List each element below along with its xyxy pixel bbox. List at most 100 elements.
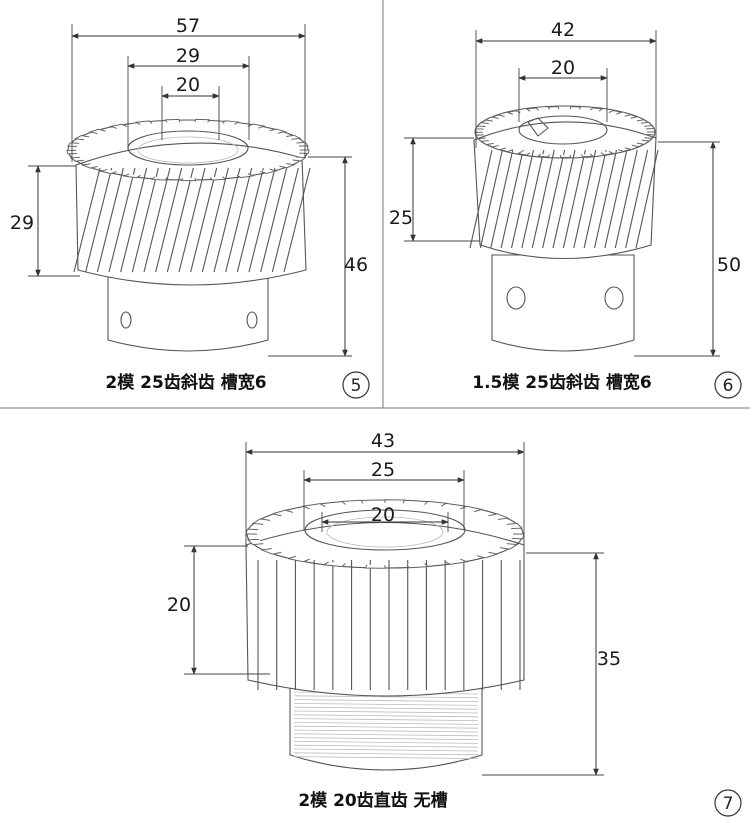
gear-tooth [279,162,296,169]
gear-tooth [476,551,498,559]
helix-line [500,149,524,249]
helix-line [260,167,288,273]
hub-texture [293,741,479,744]
gear-tooth [516,151,531,156]
helix-line [85,167,113,273]
dim-5-outer-width: 57 [176,15,200,37]
helix-line [531,149,555,249]
dim-7-outer-width: 43 [371,430,395,452]
gear-tooth [194,118,211,123]
gear-tooth [69,156,84,162]
dim-6-bore: 20 [551,57,575,79]
hub-texture [293,714,479,718]
gear-tooth [260,548,282,555]
gear-tooth [150,176,168,181]
hub-texture [293,729,479,733]
badge-7-number: 7 [723,794,734,814]
gear-tooth [299,149,310,154]
helix-line [178,167,206,273]
gear-tooth [636,119,650,124]
gear-tooth [547,106,560,110]
gear-tooth [340,499,364,505]
hub-texture [293,718,479,721]
dim-6-total-height: 50 [717,254,741,276]
gear-tooth [236,173,255,179]
helix-line [190,167,218,273]
panel-6: 42 20 25 50 1.5模 25齿斜齿 槽宽6 6 [389,19,742,399]
gear-tooth [474,125,486,130]
gear-tooth [559,154,572,158]
hub-texture [293,737,479,740]
gear-tooth [301,503,326,510]
badge-7-circle [714,789,742,817]
helix-line [283,167,311,273]
gear-tooth [641,137,654,142]
helix-line [225,167,253,273]
gear-tooth [580,153,594,158]
panel-5: 57 29 20 29 46 2模 25齿斜齿 槽宽6 5 [10,15,370,399]
gear-tooth [269,128,287,134]
helix-line [96,167,124,273]
hub-texture [293,748,479,752]
helix-line [604,149,628,249]
hub-texture [293,756,479,759]
gear-tooth [499,543,519,550]
gear-tooth [406,563,430,569]
hub-texture [293,722,479,725]
hub-texture [293,706,479,710]
badge-5-circle [342,371,370,399]
badge-6-circle [714,371,742,399]
gear-tooth [296,141,309,147]
helix-line [479,149,503,249]
gear-tooth [498,147,513,153]
hub-texture [293,744,479,748]
helix-line [583,149,607,249]
gear-tooth [624,114,639,119]
gear-tooth [288,555,310,563]
helix-line [625,149,649,249]
gear-tooth [608,110,624,115]
hub-texture [293,725,479,729]
helix-line [166,167,194,273]
dim-6-outer-width: 42 [551,19,575,41]
helix-line [155,167,183,273]
gear-tooth [444,558,469,565]
gear-tooth [474,131,484,136]
gear-tooth [525,107,540,112]
gear-tooth [646,131,656,136]
gear-6-hub [491,254,635,352]
helix-line [562,149,586,249]
helix-line [271,167,299,273]
dim-7-total-height: 35 [597,648,621,670]
gear-7-body [245,499,525,697]
gear-tooth [506,522,524,530]
gear-tooth [644,125,656,130]
helix-line [490,149,514,249]
helix-line [236,167,264,273]
gear-tooth [122,173,141,179]
gear-tooth [164,118,181,123]
helix-line [213,167,241,273]
gear-tooth [460,505,482,513]
badge-5-number: 5 [351,376,362,396]
gear-tooth [479,119,493,125]
helix-line [521,149,545,249]
panel-7: 43 25 20 20 35 2模 20齿直齿 无槽 7 [167,430,742,817]
gear-tooth [88,128,106,135]
dim-7-bore-inner: 20 [371,504,395,526]
helix-line [248,167,276,273]
gear-6-body [469,105,659,260]
helix-line [120,167,148,273]
gear-tooth [490,114,505,119]
gear-tooth [135,120,153,126]
helix-line [614,149,638,249]
helix-line [573,149,597,249]
gear-tooth [272,509,294,517]
gear-tooth [98,168,117,175]
gear-tooth [537,153,551,158]
gear-tooth [251,518,271,525]
gear-tooth [80,163,98,169]
gear-tooth [108,123,128,129]
gear-tooth [384,499,406,504]
